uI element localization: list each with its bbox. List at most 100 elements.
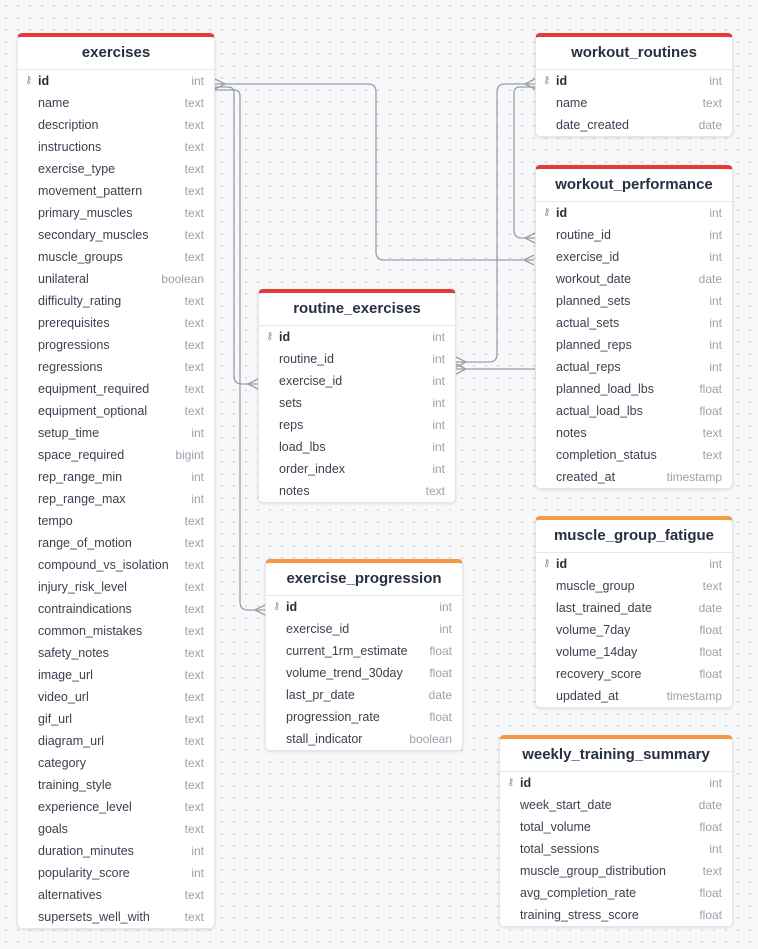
field-type: timestamp — [666, 689, 722, 703]
field-type: float — [429, 666, 452, 680]
field-name: volume_7day — [556, 623, 631, 637]
field-name: equipment_required — [38, 382, 150, 396]
field-type: int — [191, 470, 204, 484]
field-name: notes — [279, 484, 310, 498]
field-name: routine_id — [279, 352, 334, 366]
field-name: recovery_score — [556, 667, 642, 681]
field-type: int — [709, 360, 722, 374]
